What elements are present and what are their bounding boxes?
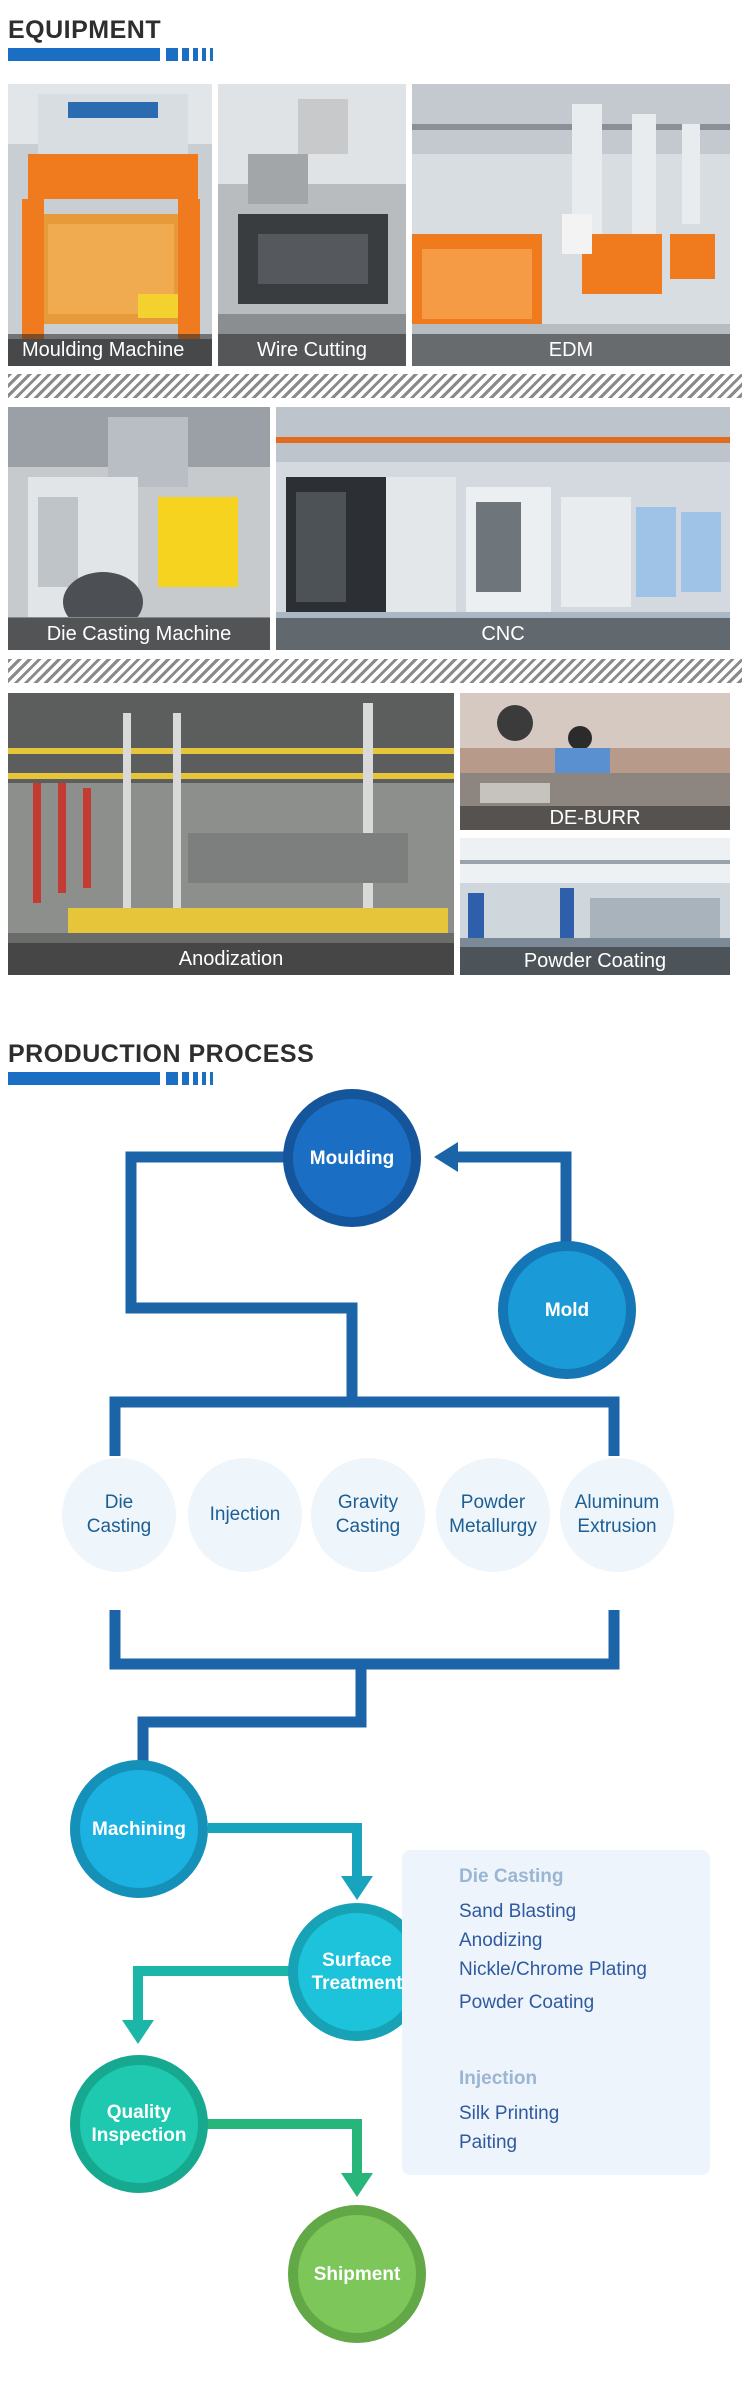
- caption-anodization: Anodization: [8, 943, 454, 975]
- photo-de-burr: DE-BURR: [460, 693, 730, 830]
- photo-die-casting-machine: Die Casting Machine: [8, 407, 270, 650]
- photo-anodization: Anodization: [8, 693, 454, 975]
- options-injection-item: Silk Printing: [459, 2103, 560, 2124]
- caption-wire-cutting: Wire Cutting: [218, 334, 406, 366]
- caption-edm: EDM: [412, 334, 730, 366]
- photo-moulding-machine: Moulding Machine: [8, 84, 212, 366]
- caption-cnc: CNC: [276, 618, 730, 650]
- surface-treatment-options: Die Casting Sand Blasting Anodizing Nick…: [402, 1850, 710, 2175]
- method-die-casting: Die Casting: [62, 1458, 176, 1572]
- options-die-casting-item: Anodizing: [459, 1930, 543, 1951]
- step-shipment: Shipment: [288, 2205, 426, 2343]
- method-aluminum-extrusion: Aluminum Extrusion: [560, 1458, 674, 1572]
- divider-hatch-1: [8, 374, 742, 398]
- method-die-casting-label: Die Casting: [86, 1492, 152, 1537]
- divider-hatch-2: [8, 659, 742, 683]
- caption-moulding-machine: Moulding Machine: [8, 334, 212, 366]
- method-aluminum-extrusion-label: Aluminum Extrusion: [574, 1492, 660, 1537]
- step-shipment-label: Shipment: [313, 2263, 401, 2285]
- photo-powder-coating: Powder Coating: [460, 838, 730, 975]
- photo-edm: EDM: [412, 84, 730, 366]
- step-mold: Mold: [498, 1241, 636, 1379]
- method-powder-metallurgy-label: Powder Metallurgy: [449, 1492, 537, 1537]
- options-die-casting-item: Sand Blasting: [459, 1901, 577, 1922]
- caption-die-casting-machine: Die Casting Machine: [8, 618, 270, 650]
- options-injection-heading: Injection: [459, 2068, 538, 2089]
- method-powder-metallurgy: Powder Metallurgy: [436, 1458, 550, 1572]
- method-gravity-casting-label: Gravity Casting: [335, 1492, 401, 1537]
- options-die-casting-item: Nickle/Chrome Plating: [459, 1959, 647, 1980]
- equipment-title: EQUIPMENT: [8, 16, 162, 44]
- step-machining: Machining: [70, 1760, 208, 1898]
- flow-connectors: [109, 1142, 620, 2197]
- step-surface-treatment-label: Surface Treatment: [311, 1950, 403, 1994]
- step-quality-inspection-label: Quality Inspection: [91, 2102, 187, 2146]
- step-machining-label: Machining: [92, 1818, 186, 1840]
- caption-powder-coating: Powder Coating: [460, 947, 730, 975]
- step-moulding: Moulding: [283, 1089, 421, 1227]
- production-process-title: PRODUCTION PROCESS: [8, 1040, 315, 1068]
- step-moulding-label: Moulding: [309, 1147, 395, 1169]
- photo-cnc: CNC: [276, 407, 730, 650]
- method-injection: Injection: [188, 1458, 302, 1572]
- caption-de-burr: DE-BURR: [460, 806, 730, 830]
- method-injection-label: Injection: [209, 1504, 281, 1525]
- options-die-casting-item: Powder Coating: [459, 1992, 595, 2013]
- options-die-casting-heading: Die Casting: [459, 1866, 564, 1887]
- photo-wire-cutting: Wire Cutting: [218, 84, 406, 366]
- step-quality-inspection: Quality Inspection: [70, 2055, 208, 2193]
- method-gravity-casting: Gravity Casting: [311, 1458, 425, 1572]
- options-injection-item: Paiting: [459, 2132, 518, 2153]
- step-mold-label: Mold: [544, 1299, 590, 1321]
